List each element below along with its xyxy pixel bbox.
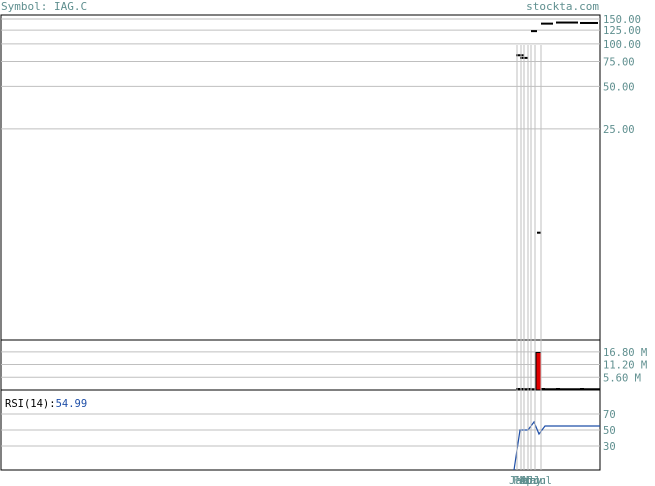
price-bar xyxy=(537,231,541,234)
volume-bar xyxy=(535,352,542,391)
price-bar xyxy=(580,21,598,24)
volume-bar xyxy=(541,388,545,389)
rsi-title: RSI(14) xyxy=(5,398,49,410)
price-tick-label: 75.00 xyxy=(603,56,635,68)
rsi-grid xyxy=(1,413,600,447)
price-bar xyxy=(516,54,524,57)
price-tick-label: 125.00 xyxy=(603,25,641,37)
x-tick-label: Mar xyxy=(516,475,535,486)
rsi-panel: 70 50 30 RSI(14) : 54.99 xyxy=(0,389,616,471)
volume-bar xyxy=(521,388,525,389)
rsi-tick-label: 30 xyxy=(603,441,616,453)
rsi-axis: 70 50 30 xyxy=(603,409,616,453)
volume-axis: 16.80 M11.20 M5.60 M xyxy=(603,347,647,384)
rsi-line xyxy=(513,420,600,471)
symbol-label: Symbol: IAG.C xyxy=(1,0,88,13)
x-tick-label: Jan xyxy=(509,475,528,486)
volume-bar xyxy=(527,388,531,389)
volume-bars xyxy=(516,352,600,391)
price-tick-label: 25.00 xyxy=(603,124,635,136)
x-tick-label: May xyxy=(523,475,542,486)
volume-bar xyxy=(556,388,560,389)
brand-link[interactable]: stockta.com xyxy=(526,0,599,13)
x-tick-label: Apr xyxy=(520,475,539,486)
price-bar xyxy=(541,22,553,25)
volume-tick-label: 11.20 M xyxy=(603,360,647,372)
x-tick-label: Feb xyxy=(513,475,532,486)
rsi-tick-label: 70 xyxy=(603,409,616,421)
price-grid xyxy=(1,18,600,130)
volume-grid xyxy=(1,351,600,378)
price-tick-label: 100.00 xyxy=(603,39,641,51)
volume-bar xyxy=(580,388,584,389)
price-bar xyxy=(556,21,578,24)
price-panel-frame xyxy=(0,14,601,341)
volume-panel: 16.80 M11.20 M5.60 M xyxy=(0,339,647,391)
rsi-colon: : xyxy=(49,398,55,410)
volume-bar xyxy=(516,388,520,389)
rsi-tick-label: 50 xyxy=(603,425,616,437)
price-bar xyxy=(531,30,537,33)
price-tick-label: 150.00 xyxy=(603,14,641,26)
month-gridlines xyxy=(516,45,542,470)
x-tick-label: Jun xyxy=(527,475,546,486)
volume-tick-label: 5.60 M xyxy=(603,372,641,384)
volume-tick-label: 16.80 M xyxy=(603,347,647,359)
rsi-last-value: 54.99 xyxy=(56,398,88,410)
price-tick-label: 50.00 xyxy=(603,81,635,93)
x-tick-label: Jul xyxy=(533,475,552,486)
